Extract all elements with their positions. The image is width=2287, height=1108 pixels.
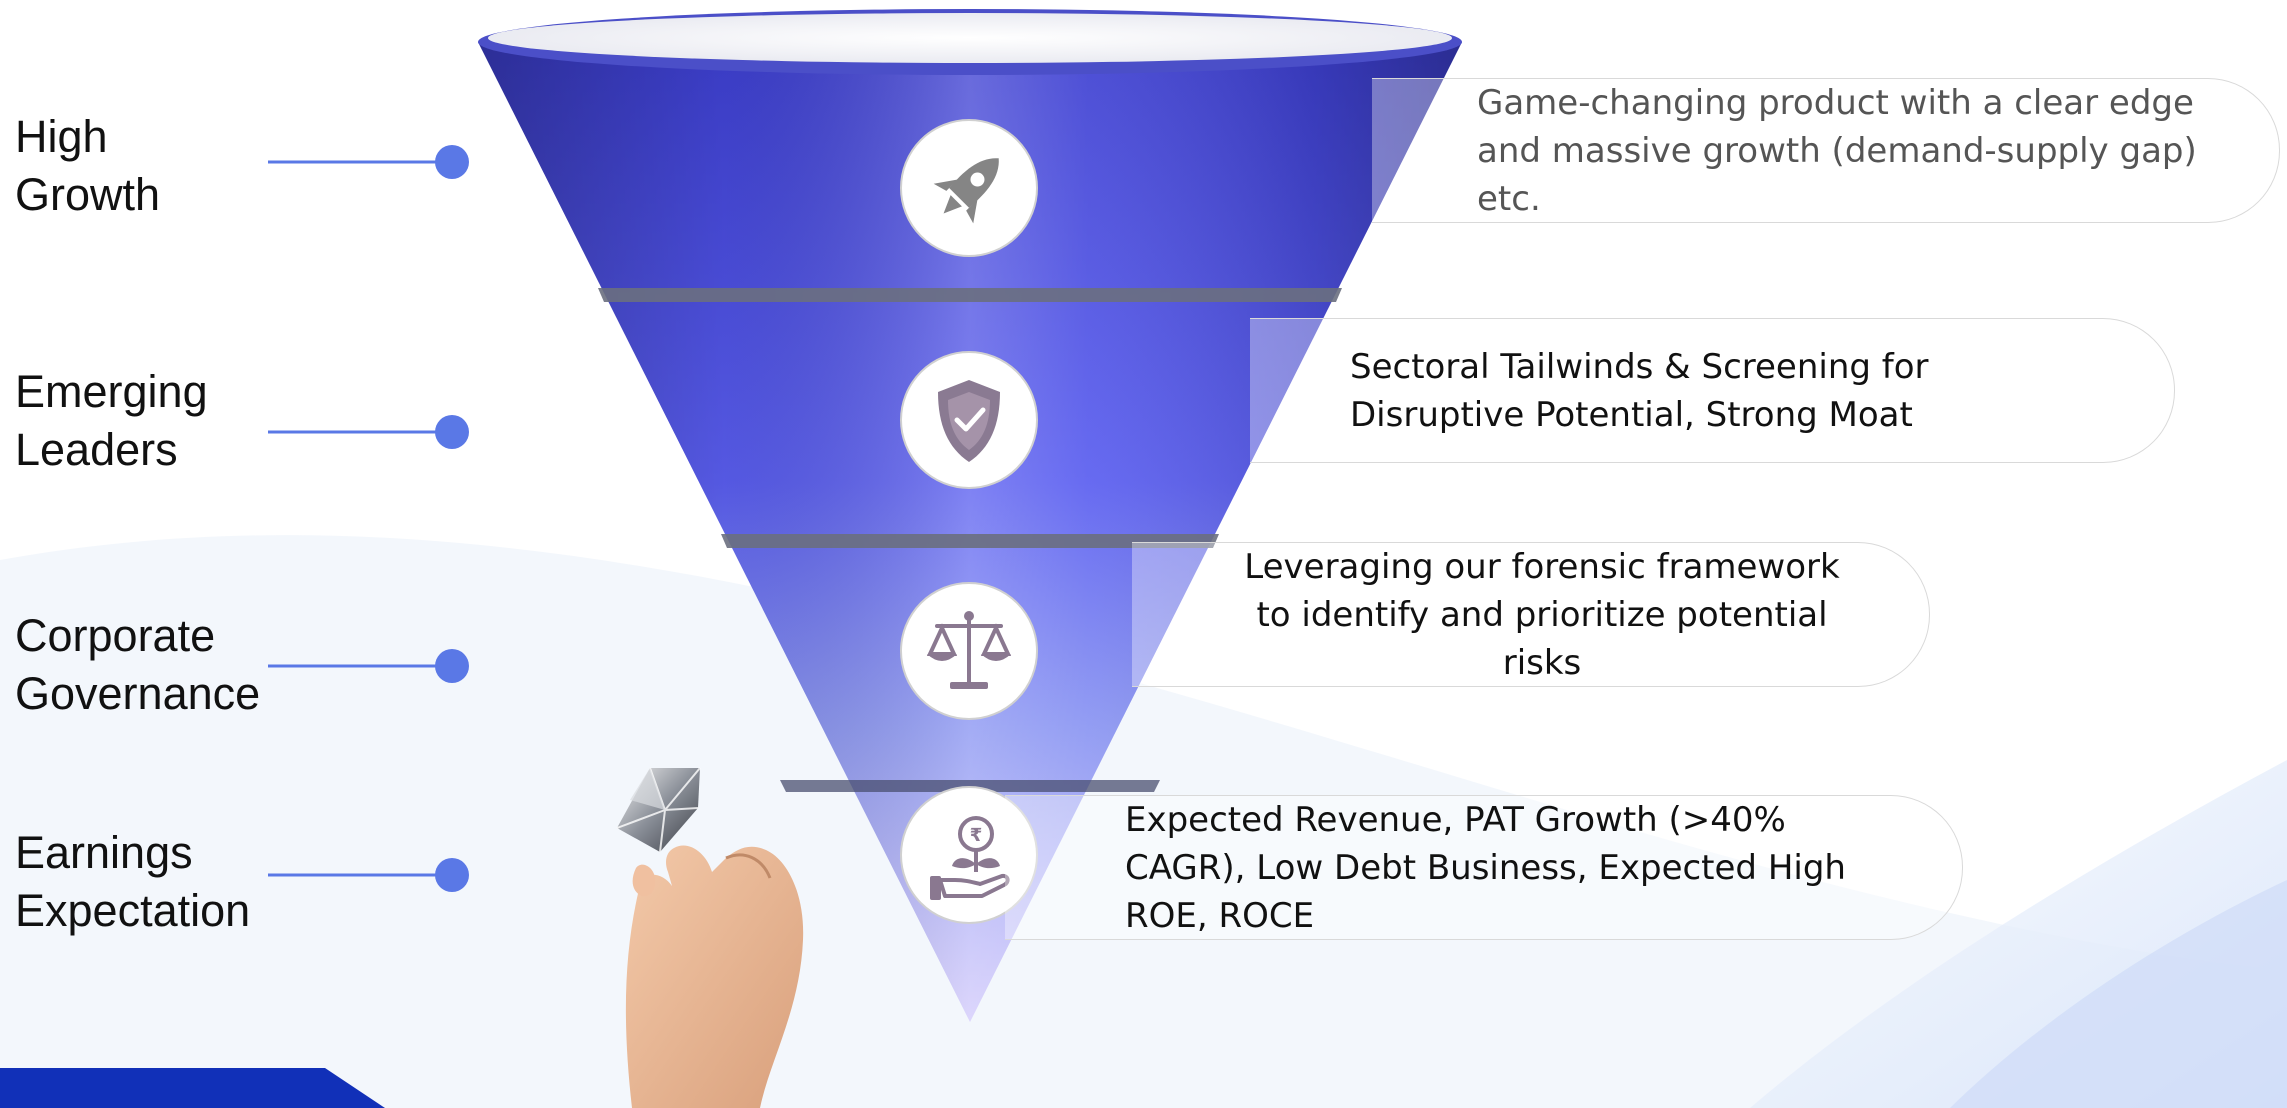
stage-label-line: Leaders [15,424,178,475]
corner-banner [0,1068,385,1108]
stage-label-corporate-governance: Corporate Governance [15,607,285,723]
band-3 [780,780,1160,792]
stage-label-line: Governance [15,668,261,719]
funnel-body [478,9,1462,1022]
diamond-in-hand-image [616,767,804,1108]
scales-icon [900,582,1038,720]
stage-label-emerging-leaders: Emerging Leaders [15,363,285,479]
band-1 [598,288,1342,302]
stage-label-line: Earnings [15,827,193,878]
rocket-icon [900,119,1038,257]
stage-label-line: High [15,111,108,162]
connector-1 [268,145,469,179]
stage-label-earnings-expectation: Earnings Expectation [15,824,285,940]
background-swoosh [0,535,2287,1108]
callout-text: Leveraging our forensic framework to ide… [1244,546,1840,683]
connector-4 [268,858,469,892]
callout-emerging-leaders: Sectoral Tailwinds & Screening for Disru… [1250,318,2175,463]
shield-check-icon [900,351,1038,489]
callout-text: Sectoral Tailwinds & Screening for Disru… [1350,346,1929,435]
stage-label-high-growth: High Growth [15,108,285,224]
stage-label-line: Emerging [15,366,208,417]
connector-3 [268,649,469,683]
callout-earnings-expectation: Expected Revenue, PAT Growth (>40% CAGR)… [1005,795,1963,940]
svg-text:₹: ₹ [970,825,983,846]
band-2 [721,534,1219,548]
connector-2 [268,415,469,449]
callout-text: Expected Revenue, PAT Growth (>40% CAGR)… [1125,799,1846,936]
callout-text: Game-changing product with a clear edge … [1477,82,2197,219]
stage-label-line: Corporate [15,610,216,661]
callout-corporate-governance: Leveraging our forensic framework to ide… [1132,542,1930,687]
stage-label-line: Expectation [15,885,251,936]
stage-label-line: Growth [15,169,161,220]
callout-high-growth: Game-changing product with a clear edge … [1372,78,2280,223]
